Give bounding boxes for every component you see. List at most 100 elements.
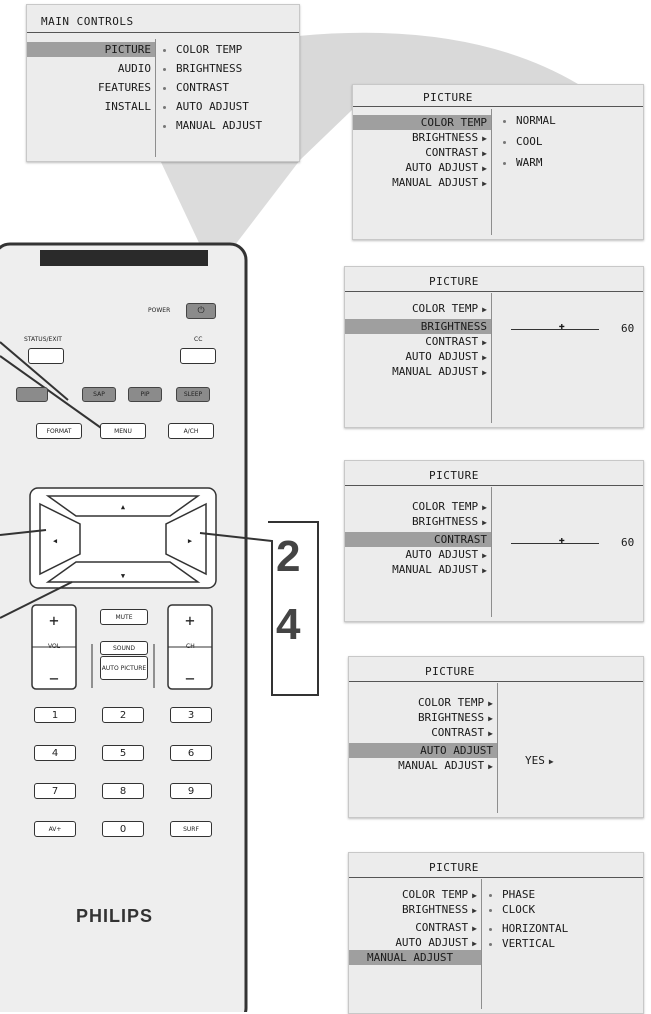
option-phase[interactable]: PHASE bbox=[502, 888, 536, 901]
pip-button[interactable]: PIP bbox=[128, 387, 162, 402]
left-arrow-icon: ◀ bbox=[53, 537, 58, 545]
digit-8-button[interactable]: 8 bbox=[102, 783, 144, 799]
menu-item-brightness[interactable]: BRIGHTNESS bbox=[401, 903, 469, 916]
menu-item-brightness[interactable]: BRIGHTNESS bbox=[411, 515, 479, 528]
arrow-right-icon: ▶ bbox=[482, 338, 487, 347]
panel-title: PICTURE bbox=[429, 275, 479, 288]
right-arrow-icon: ▶ bbox=[188, 537, 193, 545]
arrow-right-icon: ▶ bbox=[472, 906, 477, 915]
submenu-manual-adjust[interactable]: MANUAL ADJUST bbox=[176, 119, 263, 132]
dpad-down[interactable] bbox=[45, 561, 201, 583]
menu-item-auto-adjust[interactable]: AUTO ADJUST bbox=[405, 548, 479, 561]
menu-item-manual-adjust[interactable]: MANUAL ADJUST bbox=[392, 176, 479, 189]
submenu-contrast[interactable]: CONTRAST bbox=[176, 81, 229, 94]
digit-1-button[interactable]: 1 bbox=[34, 707, 76, 723]
option-cool[interactable]: COOL bbox=[516, 135, 543, 148]
digit-9-button[interactable]: 9 bbox=[170, 783, 212, 799]
menu-item-manual-adjust[interactable]: MANUAL ADJUST bbox=[392, 365, 479, 378]
brightness-panel: PICTURE COLOR TEMP ▶ BRIGHTNESS CONTRAST▶… bbox=[344, 266, 644, 428]
digit-0-button[interactable]: 0 bbox=[102, 821, 144, 837]
main-menu-item-audio[interactable]: AUDIO bbox=[117, 62, 151, 75]
main-menu-item-features[interactable]: FEATURES bbox=[98, 81, 151, 94]
callout-wedge bbox=[298, 32, 578, 160]
arrow-right-icon: ▶ bbox=[488, 699, 493, 708]
brightness-slider-track[interactable] bbox=[511, 329, 599, 330]
menu-item-auto-adjust[interactable]: AUTO ADJUST bbox=[349, 743, 497, 758]
contrast-slider-track[interactable] bbox=[511, 543, 599, 544]
menu-item-brightness[interactable]: BRIGHTNESS bbox=[411, 131, 479, 144]
digit-6-button[interactable]: 6 bbox=[170, 745, 212, 761]
minus-icon: − bbox=[185, 669, 195, 688]
menu-item-auto-adjust[interactable]: AUTO ADJUST bbox=[405, 161, 479, 174]
menu-item-color-temp[interactable]: COLOR TEMP bbox=[353, 115, 491, 130]
menu-item-color-temp[interactable]: COLOR TEMP bbox=[411, 302, 479, 315]
auto-picture-button[interactable]: AUTO PICTURE bbox=[100, 656, 148, 680]
contrast-panel: PICTURE COLOR TEMP▶ BRIGHTNESS▶ CONTRAST… bbox=[344, 460, 644, 622]
panel-title: PICTURE bbox=[425, 665, 475, 678]
menu-item-auto-adjust[interactable]: AUTO ADJUST bbox=[405, 350, 479, 363]
surf-button[interactable]: SURF bbox=[170, 821, 212, 837]
menu-item-manual-adjust[interactable]: MANUAL ADJUST bbox=[349, 950, 481, 965]
brightness-value: 60 bbox=[621, 322, 635, 335]
menu-item-contrast[interactable]: CONTRAST bbox=[415, 921, 469, 934]
pointer-line-left bbox=[0, 529, 47, 536]
dpad-left[interactable] bbox=[39, 502, 81, 576]
panel-title: PICTURE bbox=[429, 861, 479, 874]
digit-3-button[interactable]: 3 bbox=[170, 707, 212, 723]
submenu-brightness[interactable]: BRIGHTNESS bbox=[176, 62, 243, 75]
ch-label: CH bbox=[186, 643, 195, 650]
contrast-slider-knob[interactable]: ✚ bbox=[558, 535, 565, 546]
option-clock[interactable]: CLOCK bbox=[502, 903, 536, 916]
pointer-line-menu bbox=[0, 341, 69, 401]
menu-item-brightness[interactable]: BRIGHTNESS bbox=[345, 319, 491, 334]
cc-button[interactable] bbox=[180, 348, 216, 364]
submenu-auto-adjust[interactable]: AUTO ADJUST bbox=[176, 100, 249, 113]
menu-item-manual-adjust[interactable]: MANUAL ADJUST bbox=[398, 759, 485, 772]
main-menu-item-install[interactable]: INSTALL bbox=[104, 100, 151, 113]
menu-item-contrast[interactable]: CONTRAST bbox=[425, 146, 479, 159]
arrow-right-icon: ▶ bbox=[482, 164, 487, 173]
brightness-slider-knob[interactable]: ✚ bbox=[558, 321, 565, 332]
menu-item-brightness[interactable]: BRIGHTNESS bbox=[417, 711, 485, 724]
sleep-button[interactable]: SLEEP bbox=[176, 387, 210, 402]
digit-7-button[interactable]: 7 bbox=[34, 783, 76, 799]
menu-item-contrast[interactable]: CONTRAST bbox=[431, 726, 485, 739]
menu-item-contrast[interactable]: CONTRAST bbox=[425, 335, 479, 348]
mute-button[interactable]: MUTE bbox=[100, 609, 148, 625]
format-button[interactable]: FORMAT bbox=[36, 423, 82, 439]
option-vertical[interactable]: VERTICAL bbox=[502, 937, 555, 950]
menu-item-contrast[interactable]: CONTRAST bbox=[345, 532, 491, 547]
digit-5-button[interactable]: 5 bbox=[102, 745, 144, 761]
panel-title: PICTURE bbox=[423, 91, 473, 104]
digit-2-button[interactable]: 2 bbox=[102, 707, 144, 723]
contrast-value: 60 bbox=[621, 536, 635, 549]
power-button[interactable]: ⏻ bbox=[186, 303, 216, 319]
arrow-right-icon: ▶ bbox=[548, 757, 554, 766]
cc-label: CC bbox=[194, 336, 203, 343]
av-plus-button[interactable]: AV+ bbox=[34, 821, 76, 837]
option-normal[interactable]: NORMAL bbox=[516, 114, 556, 127]
menu-item-color-temp[interactable]: COLOR TEMP bbox=[411, 500, 479, 513]
submenu-color-temp[interactable]: COLOR TEMP bbox=[176, 43, 243, 56]
sap-button[interactable]: SAP bbox=[82, 387, 116, 402]
menu-item-auto-adjust[interactable]: AUTO ADJUST bbox=[395, 936, 469, 949]
option-horizontal[interactable]: HORIZONTAL bbox=[502, 922, 569, 935]
dpad-right[interactable] bbox=[165, 502, 207, 576]
main-menu-item-picture[interactable]: PICTURE bbox=[27, 42, 155, 57]
auto-adjust-panel: PICTURE COLOR TEMP▶ BRIGHTNESS▶ CONTRAST… bbox=[348, 656, 644, 818]
menu-button[interactable]: MENU bbox=[100, 423, 146, 439]
dpad-up[interactable] bbox=[45, 495, 201, 517]
color-button[interactable] bbox=[16, 387, 48, 402]
option-warm[interactable]: WARM bbox=[516, 156, 543, 169]
menu-item-color-temp[interactable]: COLOR TEMP bbox=[401, 888, 469, 901]
menu-item-manual-adjust[interactable]: MANUAL ADJUST bbox=[392, 563, 479, 576]
option-yes[interactable]: YES bbox=[525, 754, 545, 767]
remote-callout-wedge bbox=[160, 160, 300, 245]
menu-item-color-temp[interactable]: COLOR TEMP bbox=[417, 696, 485, 709]
ach-button[interactable]: A/CH bbox=[168, 423, 214, 439]
sound-button[interactable]: SOUND bbox=[100, 641, 148, 655]
status-exit-button[interactable] bbox=[28, 348, 64, 364]
arrow-right-icon: ▶ bbox=[482, 353, 487, 362]
digit-4-button[interactable]: 4 bbox=[34, 745, 76, 761]
arrow-right-icon: ▶ bbox=[482, 566, 487, 575]
